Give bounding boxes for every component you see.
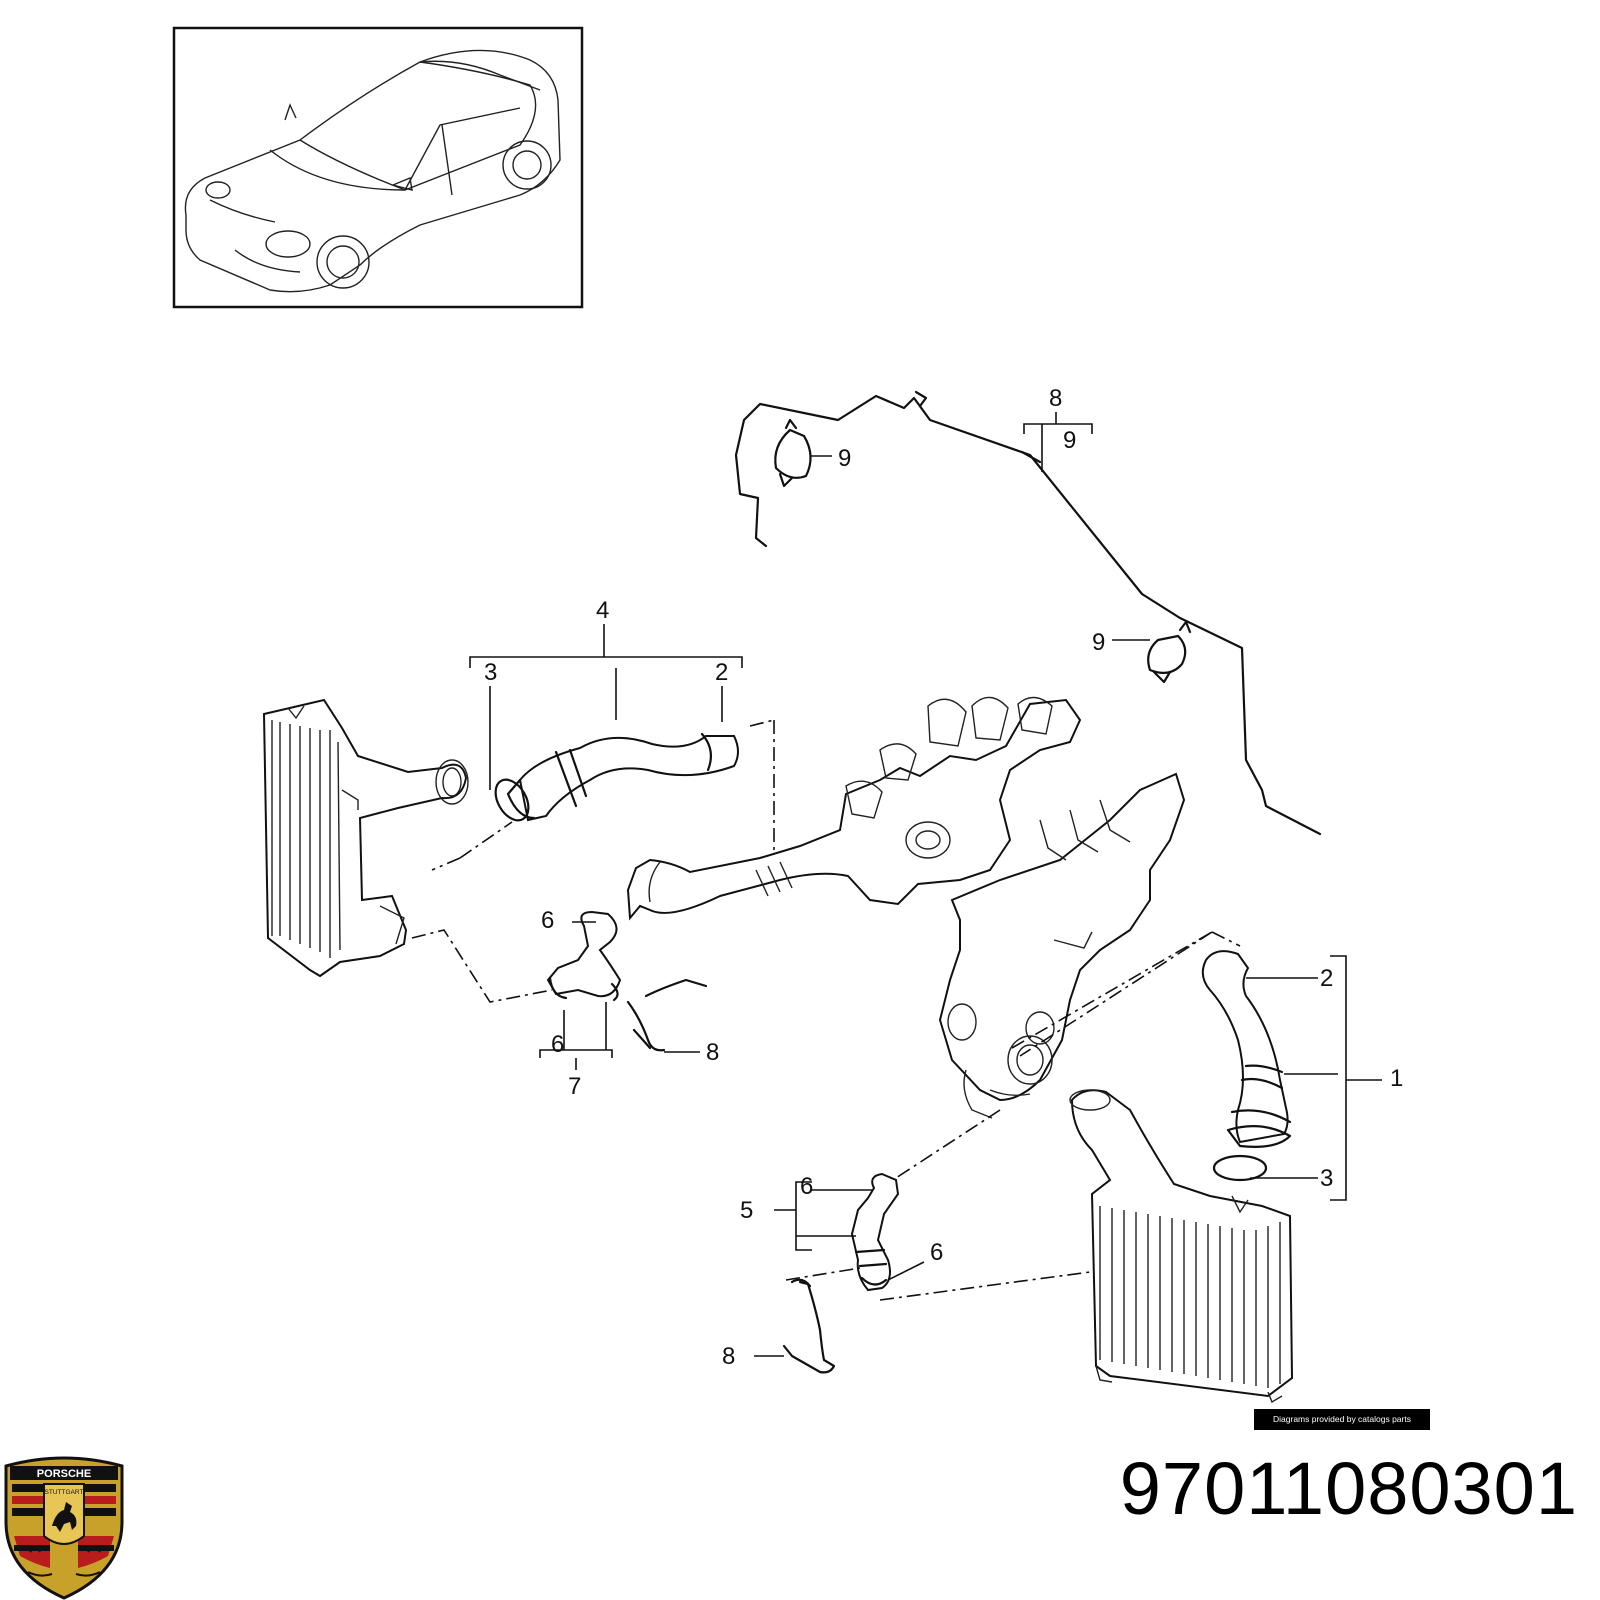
callout-6: 6 — [930, 1239, 943, 1266]
callout-2: 2 — [1320, 965, 1333, 992]
leader-lines — [469, 412, 1382, 1357]
hose-icon — [546, 910, 708, 1052]
callout-9: 9 — [838, 445, 851, 472]
callout-8: 8 — [722, 1343, 735, 1370]
assembly-lines — [411, 719, 1241, 1301]
callout-3: 3 — [484, 659, 497, 686]
crest-top-text: PORSCHE — [37, 1468, 91, 1480]
callout-8: 8 — [1049, 385, 1062, 412]
hose-icon — [1201, 950, 1292, 1182]
callouts: 4 3 2 8 9 9 9 6 6 7 8 2 1 3 6 5 6 8 — [484, 385, 1403, 1370]
car-thumbnail-icon — [184, 49, 561, 293]
callout-6: 6 — [800, 1173, 813, 1200]
porsche-crest-icon: PORSCHE STUTTGART — [4, 1456, 124, 1600]
callout-9: 9 — [1092, 629, 1105, 656]
diagram-credit: Diagrams provided by catalogs parts — [1254, 1409, 1430, 1430]
turbo-manifold-icon — [626, 696, 1186, 1119]
hose-icon — [494, 732, 739, 822]
callout-8: 8 — [706, 1039, 719, 1066]
callout-6: 6 — [551, 1031, 564, 1058]
callout-7: 7 — [568, 1073, 581, 1100]
clamp-icon — [1147, 620, 1192, 684]
vent-line — [734, 390, 1322, 836]
hose-icon — [782, 1172, 900, 1374]
car-thumbnail — [172, 26, 584, 309]
callout-1: 1 — [1390, 1065, 1403, 1092]
crest-shield-text: STUTTGART — [45, 1489, 84, 1496]
callout-5: 5 — [740, 1197, 753, 1224]
callout-9: 9 — [1063, 427, 1076, 454]
clamp-icon — [774, 418, 812, 488]
callout-3: 3 — [1320, 1165, 1333, 1192]
intercooler-icon — [1069, 1089, 1294, 1404]
callout-2: 2 — [715, 659, 728, 686]
intercooler-icon — [262, 698, 469, 978]
callout-6: 6 — [541, 907, 554, 934]
callout-4: 4 — [596, 597, 609, 624]
part-number: 97011080301 — [1119, 1447, 1578, 1530]
